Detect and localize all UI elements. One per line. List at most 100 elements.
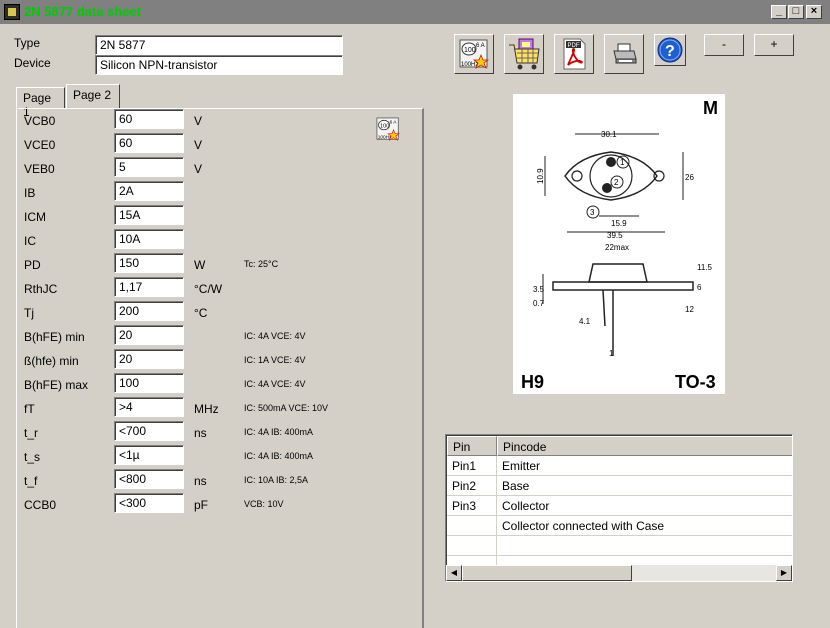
svg-text:100Hz: 100Hz [461,62,478,68]
param-name: VCB0 [24,114,56,128]
pin-table[interactable]: Pin Pincode Pin1 Emitter Pin2 Base Pin3 … [445,434,793,582]
scroll-right-button[interactable]: ▶ [776,565,792,581]
table-row[interactable] [447,516,497,536]
table-row[interactable]: Pin3 [447,496,497,516]
svg-text:6 A: 6 A [476,43,485,49]
type-field[interactable]: 2N 5877 [95,35,343,55]
param-name: ß(hfe) min [24,354,79,368]
minimize-button[interactable]: _ [771,5,787,19]
param-name: VEB0 [24,162,55,176]
param-condition: IC: 4A IB: 400mA [244,451,314,461]
param-name: fT [24,402,35,416]
svg-text:100: 100 [380,123,389,129]
to3-package-drawing: M 1 2 3 30.1 10.9 26 15.9 39.5 22max [521,98,718,392]
package-code: H9 [521,372,544,392]
param-value-field[interactable]: 1,17 [114,277,184,297]
tab-panel [16,108,424,628]
param-unit: MHz [194,402,219,416]
svg-text:2: 2 [614,178,619,187]
window-title: 2N 5877 data sheet [24,4,142,19]
svg-text:3.5: 3.5 [533,285,545,294]
device-field[interactable]: Silicon NPN-transistor [95,55,343,75]
transistor-app-icon [4,4,20,20]
table-row[interactable] [497,536,792,556]
table-row[interactable]: Collector connected with Case [497,516,792,536]
package-drawing: M 1 2 3 30.1 10.9 26 15.9 39.5 22max [513,94,725,394]
param-condition: IC: 10A IB: 2,5A [244,475,309,485]
calculator-icon: 100 6 A 100Hz [376,117,400,141]
param-value-field[interactable]: 20 [114,325,184,345]
table-row[interactable]: Pin1 [447,456,497,476]
svg-text:?: ? [665,43,675,60]
type-label: Type [14,36,41,50]
param-condition: IC: 4A VCE: 4V [244,379,306,389]
print-button[interactable] [604,34,644,74]
svg-text:22max: 22max [605,243,629,252]
table-row[interactable]: Collector [497,496,792,516]
table-row[interactable]: Base [497,476,792,496]
svg-text:0.7: 0.7 [533,299,545,308]
param-value-field[interactable]: >4 [114,397,184,417]
param-value-field[interactable]: 100 [114,373,184,393]
svg-text:6: 6 [697,283,702,292]
close-button[interactable]: × [806,5,822,19]
param-unit: °C [194,306,208,320]
param-value-field[interactable]: 60 [114,109,184,129]
param-value-field[interactable]: 200 [114,301,184,321]
param-name: B(hFE) max [24,378,89,392]
param-value-field[interactable]: 5 [114,157,184,177]
column-header-pincode[interactable]: Pincode [497,436,792,456]
param-value-field[interactable]: <1µ [114,445,184,465]
maximize-button[interactable]: □ [788,5,804,19]
tab-page-1[interactable]: Page 1 [16,87,65,119]
param-value-field[interactable]: <300 [114,493,184,513]
shopping-cart-icon [509,38,540,70]
pdf-button[interactable]: PDF [554,34,594,74]
shopping-cart-button[interactable] [504,34,544,74]
printer-icon [613,43,637,64]
param-value-field[interactable]: 60 [114,133,184,153]
table-row[interactable]: Pin2 [447,476,497,496]
svg-text:1: 1 [609,349,614,358]
param-unit: ns [194,426,207,440]
panel-calculator-button[interactable]: 100 6 A 100Hz [373,114,403,144]
scrollbar-thumb[interactable] [462,565,632,581]
table-horizontal-scrollbar[interactable]: ◀ ▶ [446,565,792,581]
scroll-left-button[interactable]: ◀ [446,565,462,581]
svg-text:3: 3 [590,208,595,217]
zoom-out-button[interactable]: - [704,34,744,56]
svg-text:30.1: 30.1 [601,130,617,139]
param-name: IC [24,234,36,248]
param-condition: VCB: 10V [244,499,284,509]
help-button[interactable]: ? [654,34,686,66]
param-unit: W [194,258,206,272]
table-row[interactable]: Emitter [497,456,792,476]
param-value-field[interactable]: 10A [114,229,184,249]
param-value-field[interactable]: 150 [114,253,184,273]
calculator-button[interactable]: 100 6 A 100Hz [454,34,494,74]
param-name: RthJC [24,282,58,296]
param-value-field[interactable]: 20 [114,349,184,369]
svg-text:10.9: 10.9 [536,168,545,184]
param-unit: V [194,138,203,152]
svg-text:26: 26 [685,173,694,182]
svg-text:15.9: 15.9 [611,219,627,228]
title-bar[interactable]: 2N 5877 data sheet _ □ × [0,0,830,24]
param-unit: ns [194,474,207,488]
help-icon: ? [657,37,683,63]
param-value-field[interactable]: <800 [114,469,184,489]
param-condition: IC: 4A IB: 400mA [244,427,314,437]
param-value-field[interactable]: 2A [114,181,184,201]
param-value-field[interactable]: <700 [114,421,184,441]
param-value-field[interactable]: 15A [114,205,184,225]
svg-text:4.1: 4.1 [579,317,591,326]
param-name: IB [24,186,36,200]
param-unit: V [194,114,203,128]
table-row[interactable] [447,536,497,556]
svg-text:39.5: 39.5 [607,231,623,240]
param-condition: IC: 500mA VCE: 10V [244,403,329,413]
column-header-pin[interactable]: Pin [447,436,497,456]
zoom-in-button[interactable]: + [754,34,794,56]
tab-page-2[interactable]: Page 2 [66,84,120,109]
